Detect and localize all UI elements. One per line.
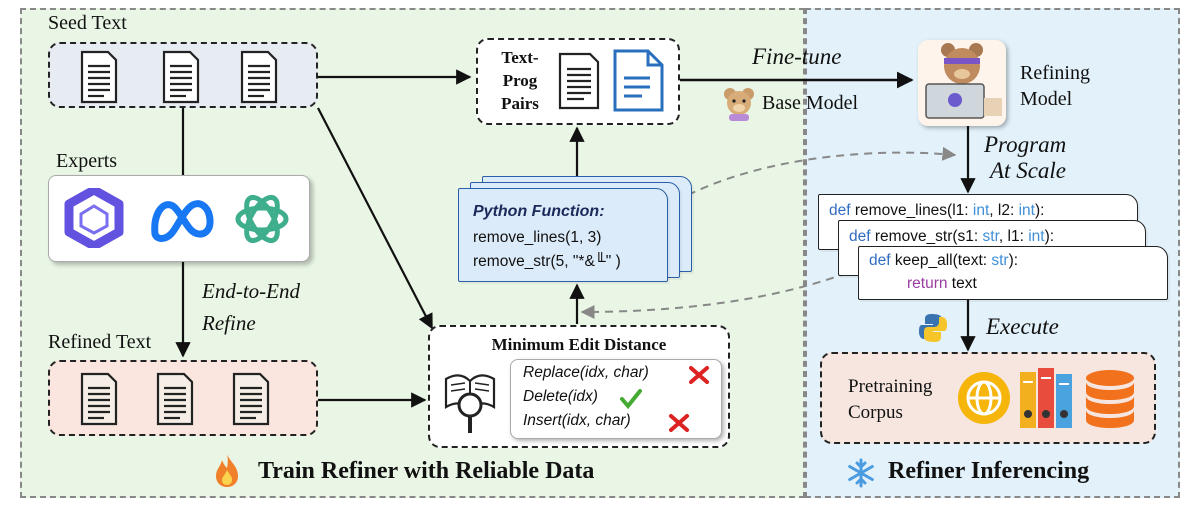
code2-t2: int <box>1028 228 1045 245</box>
refined-text-label: Refined Text <box>48 331 152 353</box>
code-card-3: def keep_all(text: str): return text <box>858 246 1168 300</box>
code3-return: text <box>947 275 977 292</box>
document-icon <box>558 52 600 110</box>
meta-logo-icon <box>151 200 214 242</box>
train-panel-title: Train Refiner with Reliable Data <box>258 458 595 484</box>
python-logo-icon <box>919 314 947 342</box>
experts-label: Experts <box>56 150 118 172</box>
refining-model-label-1: Refining <box>1020 62 1090 84</box>
seed-text-box <box>48 42 318 108</box>
binders-icon <box>1020 368 1072 428</box>
dashed-arrow-pyfunc-to-code <box>687 146 957 196</box>
text-prog-pairs-box: Text- Prog Pairs <box>476 38 680 125</box>
document-icon <box>156 372 194 426</box>
bear-coder-icon <box>925 43 1002 119</box>
document-icon <box>240 50 278 104</box>
code1-kw: def <box>829 202 851 219</box>
med-op-delete: Delete(idx) <box>523 388 598 405</box>
code3-kw: def <box>869 252 891 269</box>
seed-doc-icons <box>80 50 278 104</box>
code1-fn: remove_lines(l1: <box>854 202 973 219</box>
qwen-logo-icon <box>64 188 124 248</box>
base-model-label: Base Model <box>762 92 859 114</box>
code3-end: ): <box>1008 252 1019 269</box>
corpus-label-1: Pretraining <box>848 376 933 397</box>
seed-text-label: Seed Text <box>48 12 127 34</box>
code2-mid: , l1: <box>998 228 1029 245</box>
fine-tune-label: Fine-tune <box>752 44 842 69</box>
code3-return-kw: return <box>907 275 948 292</box>
dashed-arrow-code-to-med <box>580 267 861 319</box>
code1-end: ): <box>1034 202 1045 219</box>
document-icon <box>232 372 270 426</box>
experts-box <box>48 175 310 262</box>
code1-mid: , l2: <box>989 202 1019 219</box>
pairs-label-1: Text- <box>501 48 539 67</box>
document-icon <box>162 50 200 104</box>
program-label-2: At Scale <box>990 158 1066 183</box>
code1-t1: int <box>972 202 990 219</box>
refining-model-label-2: Model <box>1020 88 1073 110</box>
cross-icon <box>689 366 709 384</box>
program-label-1: Program <box>984 132 1067 157</box>
code2-end: ): <box>1044 228 1055 245</box>
arrow-seed-to-med <box>317 107 433 330</box>
execute-label: Execute <box>986 314 1059 339</box>
python-function-line2: remove_str(5, "*&╙" ) <box>473 253 621 270</box>
corpus-label-2: Corpus <box>848 402 903 423</box>
pretraining-corpus-box: Pretraining Corpus <box>820 352 1156 444</box>
refine-label-2: Refine <box>202 311 256 335</box>
code1-t2: int <box>1018 202 1035 219</box>
code3-fn: keep_all(text: <box>894 252 992 269</box>
refine-label-1: End-to-End <box>202 279 300 303</box>
code-file-icon <box>613 49 664 112</box>
check-icon <box>620 389 642 410</box>
document-icon <box>80 372 118 426</box>
med-title: Minimum Edit Distance <box>491 335 667 354</box>
code2-fn: remove_str(s1: <box>874 228 983 245</box>
refined-doc-icons <box>80 372 270 426</box>
code2-t1: str <box>982 228 999 245</box>
cross-icon <box>669 414 689 432</box>
globe-icon <box>958 372 1010 424</box>
python-function-line1: remove_lines(1, 3) <box>473 229 602 246</box>
pairs-label-3: Pairs <box>501 94 539 113</box>
med-ops-card: Replace(idx, char) Delete(idx) Insert(id… <box>510 359 722 439</box>
med-op-insert: Insert(idx, char) <box>523 412 631 429</box>
med-box: Minimum Edit Distance Replace(idx, char)… <box>428 325 730 448</box>
med-op-replace: Replace(idx, char) <box>523 364 649 381</box>
openai-logo-icon <box>235 195 289 243</box>
refining-model-image <box>918 40 1006 126</box>
magnifier-book-icon <box>444 374 496 433</box>
python-function-title: Python Function: <box>473 203 605 220</box>
inference-panel-title: Refiner Inferencing <box>888 458 1090 484</box>
code2-kw: def <box>849 228 871 245</box>
snowflake-icon <box>848 458 874 488</box>
database-icon <box>1086 370 1134 428</box>
refined-text-box <box>48 360 318 436</box>
python-function-card: Python Function: remove_lines(1, 3) remo… <box>458 188 668 282</box>
pairs-label-2: Prog <box>502 71 538 90</box>
base-model-bear-icon <box>724 88 754 121</box>
document-icon <box>80 50 118 104</box>
code3-t1: str <box>991 252 1009 269</box>
fire-icon <box>216 454 238 487</box>
